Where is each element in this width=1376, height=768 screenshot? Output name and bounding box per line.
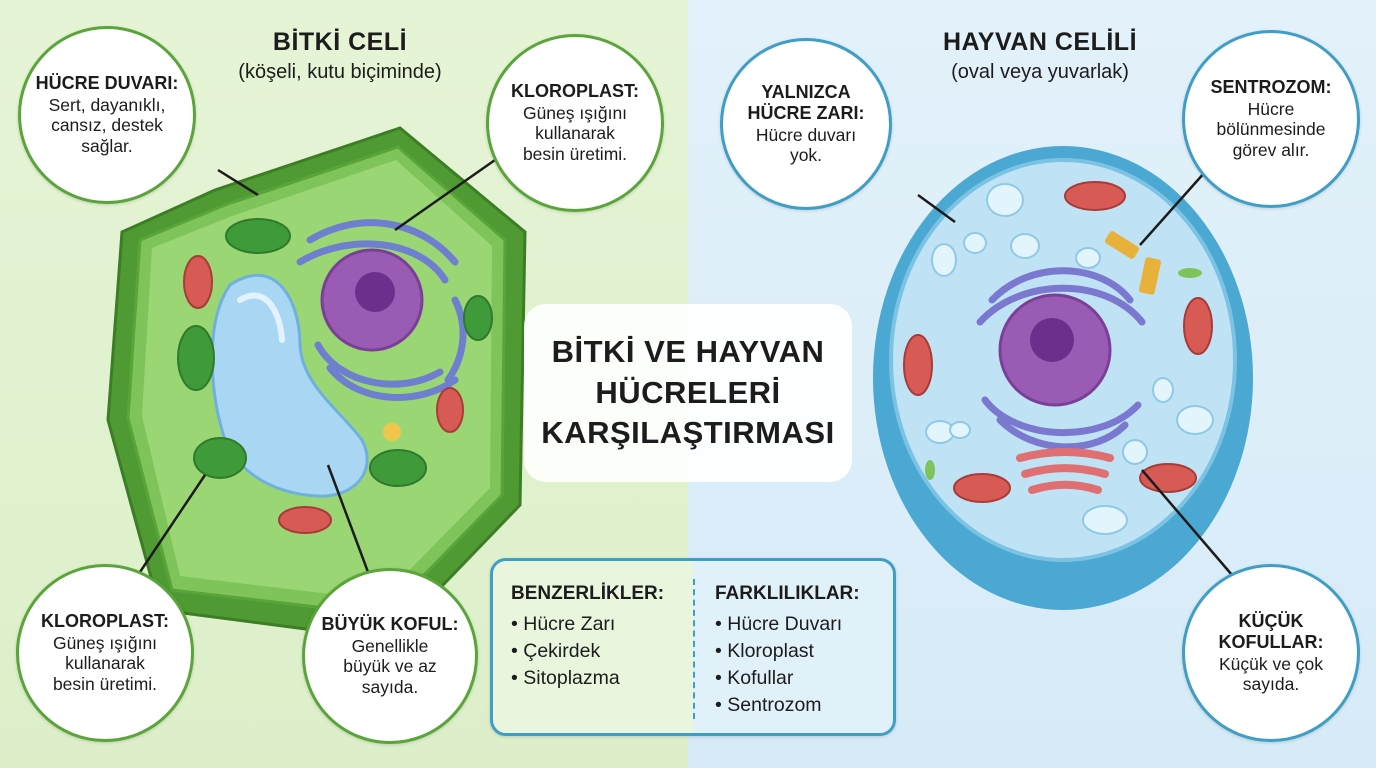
difference-item: • Kloroplast <box>715 640 814 662</box>
center-title: BİTKİ VE HAYVAN HÜCRELERİ KARŞILAŞTIRMAS… <box>541 333 835 451</box>
animal-er <box>976 267 1146 451</box>
plant-er <box>296 219 467 401</box>
callout-plant-chloroplast-top: KLOROPLAST: Güneş ışığını kullanarak bes… <box>486 34 664 212</box>
callout-animal-centrosome: SENTROZOM: Hücre bölünmesinde görev alır… <box>1182 30 1360 208</box>
similarity-item: • Sitoplazma <box>511 667 620 689</box>
callout-plant-large-vacuole: BÜYÜK KOFUL: Genellikle büyük ve az sayı… <box>302 568 478 744</box>
plant-cell-illustration <box>106 126 527 642</box>
plant-subtitle: (köşeli, kutu biçiminde) <box>238 61 442 83</box>
animal-golgi <box>1016 448 1114 494</box>
callout-animal-small-vacuoles: KÜÇÜK KOFULLAR: Küçük ve çok sayıda. <box>1182 564 1360 742</box>
similarity-item: • Çekirdek <box>511 640 601 662</box>
animal-title: HAYVAN CELİLİ <box>942 28 1138 56</box>
animal-nucleolus <box>1030 318 1074 362</box>
animal-subtitle: (oval veya yuvarlak) <box>951 61 1129 83</box>
comparison-divider <box>693 579 695 719</box>
difference-item: • Kofullar <box>715 667 794 689</box>
plant-chloroplasts <box>177 218 493 487</box>
plant-title: BİTKİ CELİ <box>272 28 408 56</box>
animal-heading: HAYVAN CELİLİ (oval veya yuvarlak) <box>890 28 1190 84</box>
callout-plant-cell-wall: HÜCRE DUVARI: Sert, dayanıklı, cansız, d… <box>18 26 196 204</box>
animal-centrosome <box>1105 231 1162 295</box>
difference-item: • Hücre Duvarı <box>715 613 843 635</box>
similarities-column: BENZERLİKLER: • Hücre Zarı • Çekirdek • … <box>511 583 664 692</box>
animal-cell-illustration <box>873 146 1253 610</box>
plant-nucleolus <box>355 272 395 312</box>
center-title-box: BİTKİ VE HAYVAN HÜCRELERİ KARŞILAŞTIRMAS… <box>524 304 852 482</box>
plant-mitochondria <box>183 255 464 534</box>
callout-plant-chloroplast-bottom: KLOROPLAST: Güneş ışığını kullanarak bes… <box>16 564 194 742</box>
plant-heading: BİTKİ CELİ (köşeli, kutu biçiminde) <box>190 28 490 84</box>
difference-item: • Sentrozom <box>715 694 822 716</box>
comparison-box: BENZERLİKLER: • Hücre Zarı • Çekirdek • … <box>490 558 896 736</box>
similarity-item: • Hücre Zarı <box>511 613 616 635</box>
animal-small-vacuoles <box>925 183 1214 535</box>
callout-animal-membrane: YALNIZCA HÜCRE ZARI: Hücre duvarı yok. <box>720 38 892 210</box>
differences-title: FARKLILIKLAR: <box>715 583 860 604</box>
plant-vacuole <box>210 273 369 498</box>
differences-column: FARKLILIKLAR: • Hücre Duvarı • Kloroplas… <box>715 583 860 719</box>
similarities-title: BENZERLİKLER: <box>511 583 665 604</box>
leader-lines <box>138 158 1233 576</box>
